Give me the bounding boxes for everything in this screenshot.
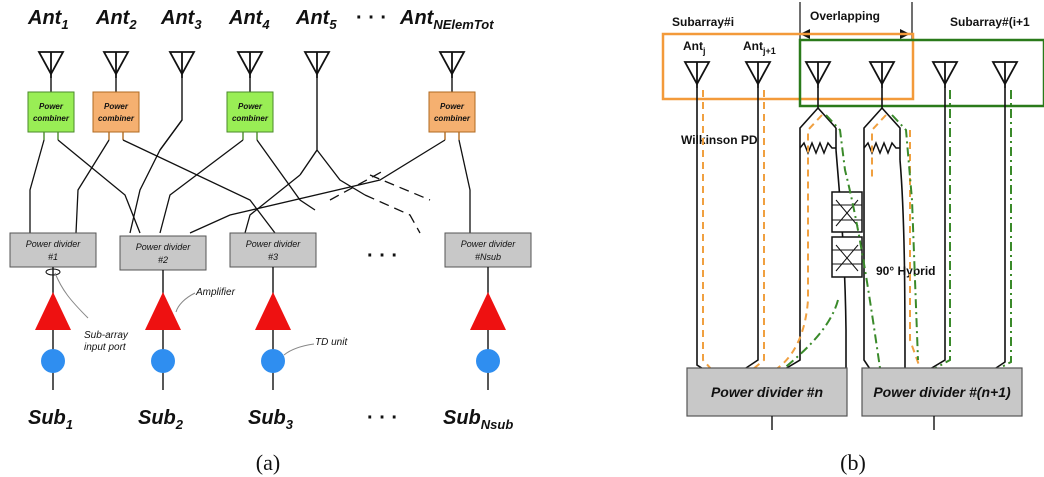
svg-text:Power: Power: [104, 102, 129, 111]
amplifier-icon: [145, 292, 181, 330]
amplifier-icon: [35, 292, 71, 330]
power-divider-nsub: Power divider #Nsub: [444, 232, 532, 268]
antenna-icon: [745, 61, 771, 89]
antenna-icon: [304, 51, 330, 79]
ant-1-label: Ant1: [27, 7, 69, 32]
subarray-i1-label: Subarray#(i+1: [950, 15, 1030, 29]
td-unit-icon: [41, 349, 65, 373]
power-divider-1: Power divider #1: [9, 232, 97, 268]
td-unit-icon: [476, 349, 500, 373]
sub-3-label: Sub3: [248, 407, 294, 432]
ant-ellipsis: · · ·: [356, 7, 387, 29]
power-divider-2: Power divider #2: [119, 235, 207, 271]
ant-3-label: Ant3: [160, 7, 202, 32]
caption-b: (b): [840, 450, 866, 475]
svg-text:Power: Power: [440, 102, 465, 111]
panel-a: Ant1 Ant2 Ant3 Ant4 Ant5 · · · AntNElemT…: [9, 7, 532, 475]
td-unit-icon: [151, 349, 175, 373]
power-divider-3: Power divider #3: [229, 232, 317, 268]
antenna-icon: [237, 51, 263, 79]
overlapping-label: Overlapping: [810, 9, 880, 23]
subarray-i-box: [661, 32, 915, 101]
port-marker: [45, 268, 61, 276]
amplifier-icon: [255, 292, 291, 330]
antenna-icon: [169, 51, 195, 79]
port-callout-line: [54, 272, 89, 319]
antenna-icon: [684, 61, 710, 89]
ant-2-label: Ant2: [95, 7, 137, 32]
ant-n-label: AntNElemTot: [399, 7, 494, 32]
svg-text:Power divider: Power divider: [26, 239, 82, 249]
panel-b: Subarray#i Overlapping Subarray#(i+1 Ant…: [661, 2, 1044, 475]
ant-4-label: Ant4: [228, 7, 270, 32]
hybrid-label: 90° Hybrid: [876, 264, 935, 278]
svg-text:#3: #3: [268, 252, 278, 262]
divider-ellipsis: · · ·: [367, 245, 398, 267]
hybrid-coupler-2: [831, 236, 863, 278]
power-combiner-4: Power combiner: [226, 91, 274, 133]
svg-text:combiner: combiner: [434, 114, 471, 123]
svg-text:Power divider: Power divider: [461, 239, 517, 249]
antenna-icon: [805, 61, 831, 89]
svg-text:Power divider #n: Power divider #n: [711, 384, 823, 400]
wilkinson-label: Wilkinson PD: [681, 133, 758, 147]
sub-ellipsis: · · ·: [367, 407, 398, 429]
power-combiner-2: Power combiner: [92, 91, 140, 133]
ant-j1-label: Antj+1: [743, 39, 776, 56]
power-combiner-1: Power combiner: [27, 91, 75, 133]
svg-text:Power divider #(n+1): Power divider #(n+1): [873, 384, 1011, 400]
antenna-icon: [103, 51, 129, 79]
sub-2-label: Sub2: [138, 407, 184, 432]
subarray-port-label-2: input port: [84, 342, 127, 353]
antenna-icon: [439, 51, 465, 79]
antenna-icon: [992, 61, 1018, 89]
resistor-icon: [863, 140, 900, 156]
svg-text:combiner: combiner: [33, 114, 70, 123]
svg-text:Power: Power: [238, 102, 263, 111]
antenna-icon: [38, 51, 64, 79]
sub-nsub-label: SubNsub: [443, 407, 513, 432]
svg-text:Power divider: Power divider: [246, 239, 302, 249]
svg-text:combiner: combiner: [232, 114, 269, 123]
power-divider-n1: Power divider #(n+1): [861, 367, 1023, 417]
ant-5-label: Ant5: [295, 7, 337, 32]
subarray-i1-box: [798, 38, 1044, 108]
subarray-port-label-1: Sub-array: [84, 330, 129, 341]
antenna-icon: [869, 61, 895, 89]
amplifier-icon: [470, 292, 506, 330]
amplifier-label: Amplifier: [195, 287, 236, 298]
svg-text:Power divider: Power divider: [136, 242, 192, 252]
subarray-i-label: Subarray#i: [672, 15, 734, 29]
svg-text:#2: #2: [158, 255, 168, 265]
resistor-icon: [799, 140, 836, 156]
td-unit-label: TD unit: [315, 337, 348, 348]
antenna-icon: [932, 61, 958, 89]
svg-text:#1: #1: [48, 252, 58, 262]
svg-text:#Nsub: #Nsub: [475, 252, 501, 262]
caption-a: (a): [256, 450, 280, 475]
td-unit-icon: [261, 349, 285, 373]
power-divider-n: Power divider #n: [686, 367, 848, 417]
sub-1-label: Sub1: [28, 407, 73, 432]
power-combiner-n: Power combiner: [428, 91, 476, 133]
svg-text:Power: Power: [39, 102, 64, 111]
ant-j-label: Antj: [683, 39, 706, 56]
svg-text:combiner: combiner: [98, 114, 135, 123]
